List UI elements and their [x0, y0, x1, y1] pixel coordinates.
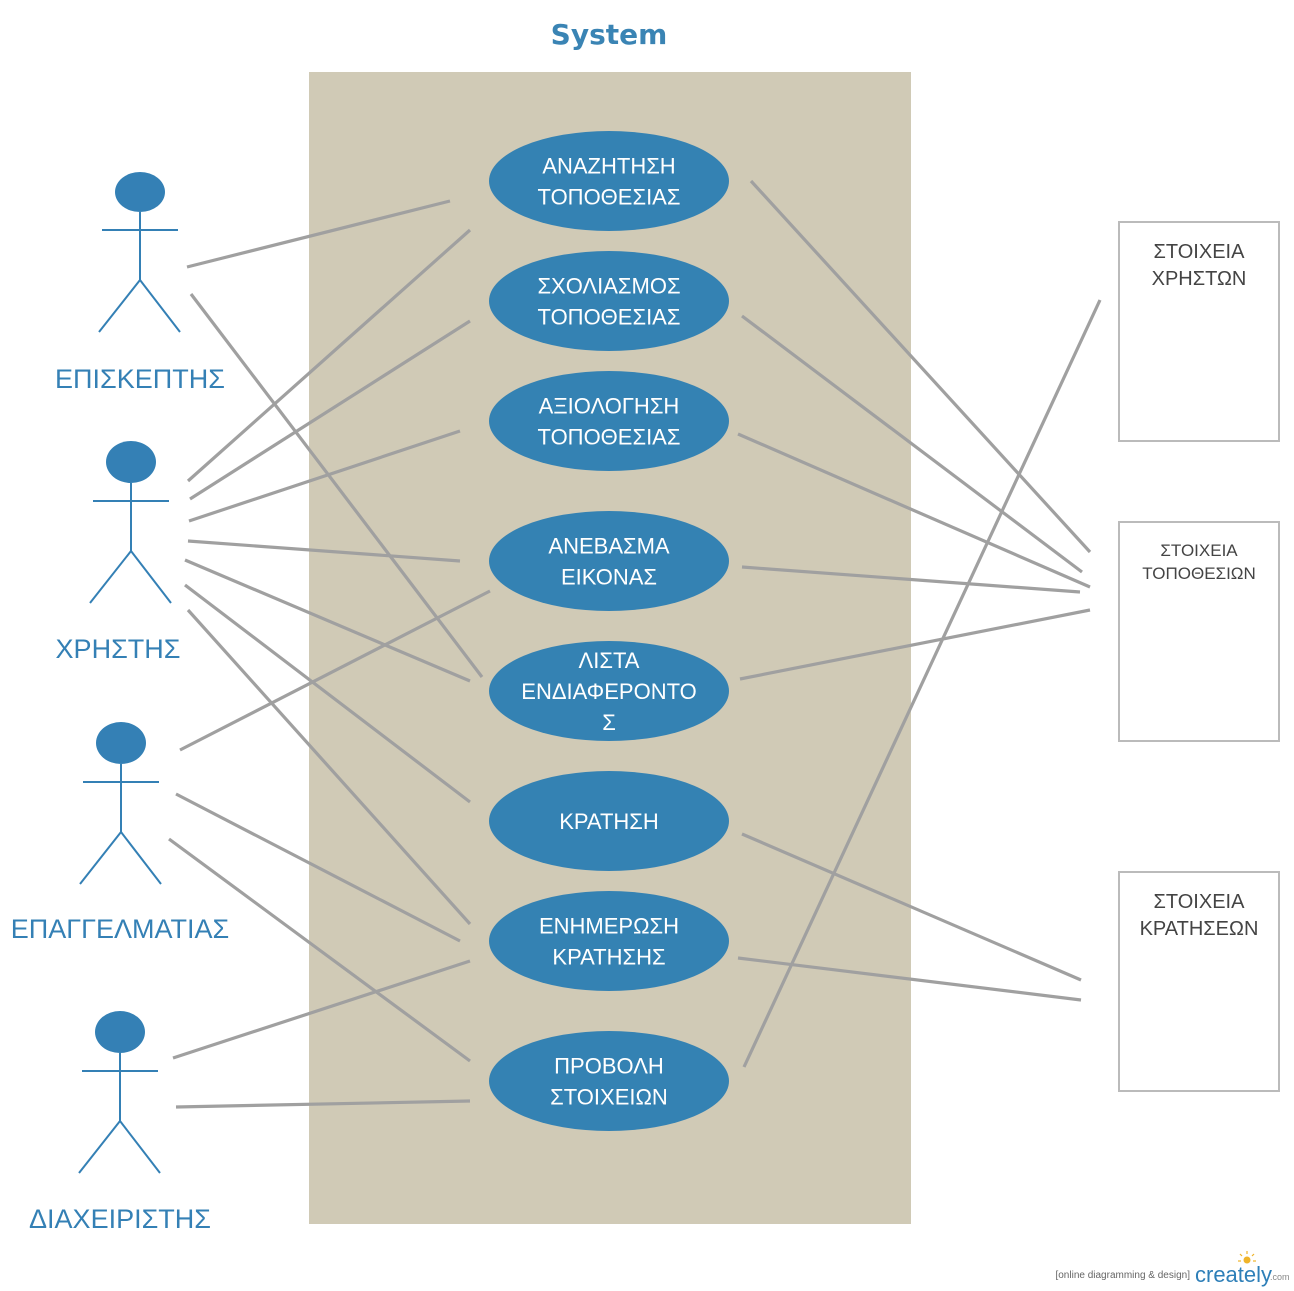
association-line-user-upload — [187, 539, 461, 563]
actor-admin[interactable]: ΔΙΑΧΕΙΡΙΣΤΗΣ — [29, 1011, 211, 1234]
association-line-update-booking-bookings-data — [737, 956, 1082, 1002]
association-line-wishlist-locations-data — [739, 608, 1091, 681]
data-store-box — [1118, 871, 1280, 1092]
use-case-label: ΣΤΟΙΧΕΙΩΝ — [550, 1085, 668, 1110]
use-case-search[interactable]: ΑΝΑΖΗΤΗΣΗ ΤΟΠΟΘΕΣΙΑΣ — [489, 131, 729, 231]
data-store-box — [1118, 221, 1280, 442]
data-store-label: ΤΟΠΟΘΕΣΙΩΝ — [1142, 564, 1256, 583]
use-case-ellipse — [489, 771, 729, 871]
use-case-ellipse — [489, 641, 729, 741]
use-cases: ΑΝΑΖΗΤΗΣΗΤΟΠΟΘΕΣΙΑΣΣΧΟΛΙΑΣΜΟΣΤΟΠΟΘΕΣΙΑΣΑ… — [489, 131, 729, 1131]
use-case-label: ΤΟΠΟΘΕΣΙΑΣ — [538, 305, 681, 330]
watermark-suffix: .com — [1270, 1272, 1290, 1282]
use-case-ellipse — [489, 371, 729, 471]
system-title: System — [551, 18, 668, 51]
use-case-label: ΕΝΔΙΑΦΕΡΟΝΤΟ — [521, 679, 696, 704]
data-stores: ΣΤΟΙΧΕΙΑΧΡΗΣΤΩΝΣΤΟΙΧΕΙΑΤΟΠΟΘΕΣΙΩΝΣΤΟΙΧΕΙ… — [1118, 221, 1280, 1092]
association-lines — [168, 179, 1102, 1109]
use-case-upload[interactable]: ΑΝΕΒΑΣΜΑ ΕΙΚΟΝΑΣ — [489, 511, 729, 611]
association-line-visitor-search — [186, 199, 451, 269]
use-case-ellipse — [489, 1031, 729, 1131]
use-case-label: ΛΙΣΤΑ — [579, 648, 640, 673]
association-line-professional-view-data — [168, 837, 471, 1063]
use-case-label: ΕΝΗΜΕΡΩΣΗ — [539, 914, 679, 939]
data-store-users-data[interactable]: ΣΤΟΙΧΕΙΑ ΧΡΗΣΤΩΝ — [1118, 221, 1280, 442]
data-store-label: ΣΤΟΙΧΕΙΑ — [1154, 241, 1246, 263]
use-case-label: ΤΟΠΟΘΕΣΙΑΣ — [538, 425, 681, 450]
actor-head-icon — [96, 722, 146, 764]
use-case-label: Σ — [602, 710, 616, 735]
data-store-label: ΧΡΗΣΤΩΝ — [1152, 268, 1247, 290]
use-case-booking[interactable]: ΚΡΑΤΗΣΗ — [489, 771, 729, 871]
use-case-ellipse — [489, 131, 729, 231]
actor-left-leg-icon — [78, 1120, 121, 1174]
use-case-ellipse — [489, 251, 729, 351]
actor-label: ΧΡΗΣΤΗΣ — [56, 634, 181, 664]
data-store-label: ΣΤΟΙΧΕΙΑ — [1160, 541, 1238, 560]
use-case-view-data[interactable]: ΠΡΟΒΟΛΗ ΣΤΟΙΧΕΙΩΝ — [489, 1031, 729, 1131]
association-line-professional-upload — [179, 589, 491, 752]
use-case-rate[interactable]: ΑΞΙΟΛΟΓΗΣΗ ΤΟΠΟΘΕΣΙΑΣ — [489, 371, 729, 471]
use-case-label: ΚΡΑΤΗΣΗΣ — [552, 945, 665, 970]
association-line-rate-locations-data — [737, 432, 1091, 589]
association-line-professional-update-booking — [175, 792, 461, 943]
actor-visitor[interactable]: ΕΠΙΣΚΕΠΤΗΣ — [55, 172, 225, 394]
association-line-booking-bookings-data — [741, 832, 1082, 982]
use-case-update-booking[interactable]: ΕΝΗΜΕΡΩΣΗ ΚΡΑΤΗΣΗΣ — [489, 891, 729, 991]
use-case-comment[interactable]: ΣΧΟΛΙΑΣΜΟΣ ΤΟΠΟΘΕΣΙΑΣ — [489, 251, 729, 351]
data-store-locations-data[interactable]: ΣΤΟΙΧΕΙΑ ΤΟΠΟΘΕΣΙΩΝ — [1118, 521, 1280, 742]
association-line-user-wishlist — [184, 558, 471, 683]
actor-left-leg-icon — [89, 550, 132, 604]
use-case-label: ΠΡΟΒΟΛΗ — [554, 1054, 664, 1079]
association-line-admin-view-data — [175, 1099, 471, 1109]
watermark-tagline: [online diagramming & design] — [1055, 1270, 1190, 1281]
use-case-ellipse — [489, 511, 729, 611]
actor-left-leg-icon — [79, 831, 122, 885]
use-case-label: ΤΟΠΟΘΕΣΙΑΣ — [538, 185, 681, 210]
actor-right-leg-icon — [120, 831, 162, 885]
association-line-user-search — [186, 228, 472, 483]
association-line-user-update-booking — [186, 608, 472, 926]
use-case-label: ΣΧΟΛΙΑΣΜΟΣ — [537, 274, 680, 299]
actor-label: ΔΙΑΧΕΙΡΙΣΤΗΣ — [29, 1204, 211, 1234]
actor-label: ΕΠΑΓΓΕΛΜΑΤΙΑΣ — [11, 914, 230, 944]
use-case-label: ΑΝΑΖΗΤΗΣΗ — [542, 154, 675, 179]
actor-left-leg-icon — [98, 279, 141, 333]
association-line-user-comment — [189, 319, 471, 501]
data-store-bookings-data[interactable]: ΣΤΟΙΧΕΙΑ ΚΡΑΤΗΣΕΩΝ — [1118, 871, 1280, 1092]
association-line-view-data-users-data — [742, 299, 1102, 1068]
actor-head-icon — [95, 1011, 145, 1053]
association-line-upload-locations-data — [741, 565, 1081, 594]
association-line-search-locations-data — [749, 179, 1092, 554]
association-line-user-rate — [188, 429, 461, 523]
actors: ΕΠΙΣΚΕΠΤΗΣ ΧΡΗΣΤΗΣ ΕΠΑΓΓΕΛΜΑΤΙΑΣ ΔΙΑΧΕΙΡΙΣΤ… — [11, 172, 230, 1234]
use-case-label: ΑΞΙΟΛΟΓΗΣΗ — [539, 394, 680, 419]
use-case-ellipse — [489, 891, 729, 991]
actor-professional[interactable]: ΕΠΑΓΓΕΛΜΑΤΙΑΣ — [11, 722, 230, 944]
sun-logo-icon — [1238, 1251, 1256, 1264]
use-case-label: ΑΝΕΒΑΣΜΑ — [548, 534, 670, 559]
association-line-comment-locations-data — [741, 314, 1083, 574]
actor-right-leg-icon — [130, 550, 172, 604]
use-case-label: ΚΡΑΤΗΣΗ — [559, 809, 659, 834]
data-store-label: ΣΤΟΙΧΕΙΑ — [1154, 891, 1246, 913]
association-line-admin-update-booking — [172, 959, 471, 1060]
actor-head-icon — [106, 441, 156, 483]
use-case-label: ΕΙΚΟΝΑΣ — [561, 565, 657, 590]
actor-right-leg-icon — [119, 1120, 161, 1174]
data-store-label: ΚΡΑΤΗΣΕΩΝ — [1140, 918, 1259, 940]
use-case-wishlist[interactable]: ΛΙΣΤΑ ΕΝΔΙΑΦΕΡΟΝΤΟ Σ — [489, 641, 729, 741]
actor-right-leg-icon — [139, 279, 181, 333]
data-store-box — [1118, 521, 1280, 742]
creately-watermark: [online diagramming & design] creately .… — [1055, 1251, 1290, 1287]
actor-label: ΕΠΙΣΚΕΠΤΗΣ — [55, 364, 225, 394]
watermark-brand: creately — [1195, 1262, 1272, 1287]
association-line-user-booking — [184, 583, 471, 804]
actor-user[interactable]: ΧΡΗΣΤΗΣ — [56, 441, 181, 664]
association-line-visitor-wishlist — [189, 293, 484, 678]
actor-head-icon — [115, 172, 165, 212]
